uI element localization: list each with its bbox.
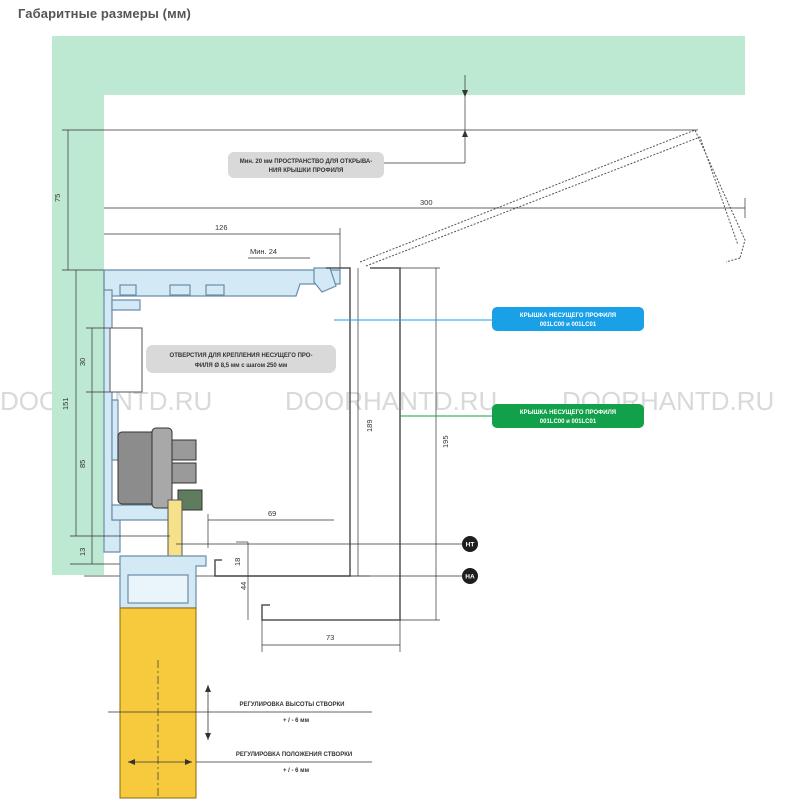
dim-151-label: 151 bbox=[61, 397, 70, 410]
position-adjust-arrow-left bbox=[128, 759, 135, 765]
page-title: Габаритные размеры (мм) bbox=[18, 6, 191, 21]
leaf-hanger-profile bbox=[119, 555, 207, 609]
dim-30 bbox=[86, 327, 110, 393]
dim-73 bbox=[261, 620, 401, 652]
position-adjust-label: РЕГУЛИРОВКА ПОЛОЖЕНИЯ СТВОРКИ bbox=[236, 752, 352, 758]
door-leaf bbox=[119, 607, 197, 799]
holes-note-box bbox=[146, 345, 336, 373]
position-adjust-value: + / - 6 мм bbox=[283, 768, 310, 774]
blue-cover-label-line1: КРЫШКА НЕСУЩЕГО ПРОФИЛЯ bbox=[520, 313, 616, 319]
green-cover-label bbox=[492, 404, 644, 428]
dim-126 bbox=[104, 228, 341, 270]
dim-13 bbox=[70, 535, 170, 565]
green-cover-label-line1: КРЫШКА НЕСУЩЕГО ПРОФИЛЯ bbox=[520, 410, 616, 416]
dim-73-label: 73 bbox=[326, 633, 334, 642]
height-adjust-label: РЕГУЛИРОВКА ВЫСОТЫ СТВОРКИ bbox=[240, 702, 345, 708]
ha-marker-label: HA bbox=[465, 574, 475, 581]
space-note-line1: Мин. 20 мм ПРОСТРАНСТВО ДЛЯ ОТКРЫВА- bbox=[240, 159, 373, 165]
dim-13-label: 13 bbox=[78, 548, 87, 556]
dim-18-label: 18 bbox=[233, 558, 242, 566]
holes-note-line2: ФИЛЯ Ø 8,5 мм с шагом 250 мм bbox=[195, 363, 288, 369]
blue-cover-label-line2: 001LC00 и 001LC01 bbox=[540, 322, 597, 328]
space-note-line2: НИЯ КРЫШКИ ПРОФИЛЯ bbox=[269, 168, 344, 174]
ht-marker-label: HT bbox=[466, 542, 475, 549]
height-adjust-arrow-top bbox=[205, 685, 211, 692]
dim-126-label: 126 bbox=[215, 223, 228, 232]
dim-min24-label: Мин. 24 bbox=[250, 247, 277, 256]
height-adjust-value: + / - 6 мм bbox=[283, 718, 310, 724]
dim-189-label: 189 bbox=[365, 419, 374, 432]
inner-cover-profile bbox=[214, 267, 351, 577]
wall-shape bbox=[52, 36, 745, 575]
dim-85-label: 85 bbox=[78, 460, 87, 468]
dim-195-label: 195 bbox=[441, 435, 450, 448]
blue-cover-label bbox=[492, 307, 644, 331]
arrowhead-down bbox=[462, 90, 468, 97]
position-adjust-arrow-right bbox=[185, 759, 192, 765]
dim-69-label: 69 bbox=[268, 509, 276, 518]
clearance-arrow bbox=[384, 75, 466, 164]
height-adjust-arrow-bottom bbox=[205, 733, 211, 740]
dim-300-label: 300 bbox=[420, 198, 433, 207]
ht-marker bbox=[462, 536, 478, 552]
dim-75 bbox=[62, 129, 698, 271]
dim-69 bbox=[207, 514, 334, 548]
space-note-box bbox=[228, 152, 384, 178]
arrowhead-up bbox=[462, 130, 468, 137]
dim-44-label: 44 bbox=[239, 582, 248, 590]
dim-18-44 bbox=[236, 541, 249, 620]
trolley-wheels bbox=[117, 427, 203, 557]
opened-cover-outline bbox=[359, 129, 746, 267]
outer-cover-profile bbox=[261, 267, 401, 621]
holes-note-line1: ОТВЕРСТИЯ ДЛЯ КРЕПЛЕНИЯ НЕСУЩЕГО ПРО- bbox=[170, 353, 313, 359]
mounting-bracket bbox=[109, 327, 143, 393]
dim-300 bbox=[104, 198, 746, 218]
ha-marker bbox=[462, 568, 478, 584]
dim-195 bbox=[400, 267, 440, 621]
dim-75-label: 75 bbox=[53, 194, 62, 202]
green-cover-label-line2: 001LC00 и 001LC01 bbox=[540, 419, 597, 425]
dim-30-label: 30 bbox=[78, 358, 87, 366]
watermark-center: DOORHANTD.RU bbox=[285, 386, 497, 416]
